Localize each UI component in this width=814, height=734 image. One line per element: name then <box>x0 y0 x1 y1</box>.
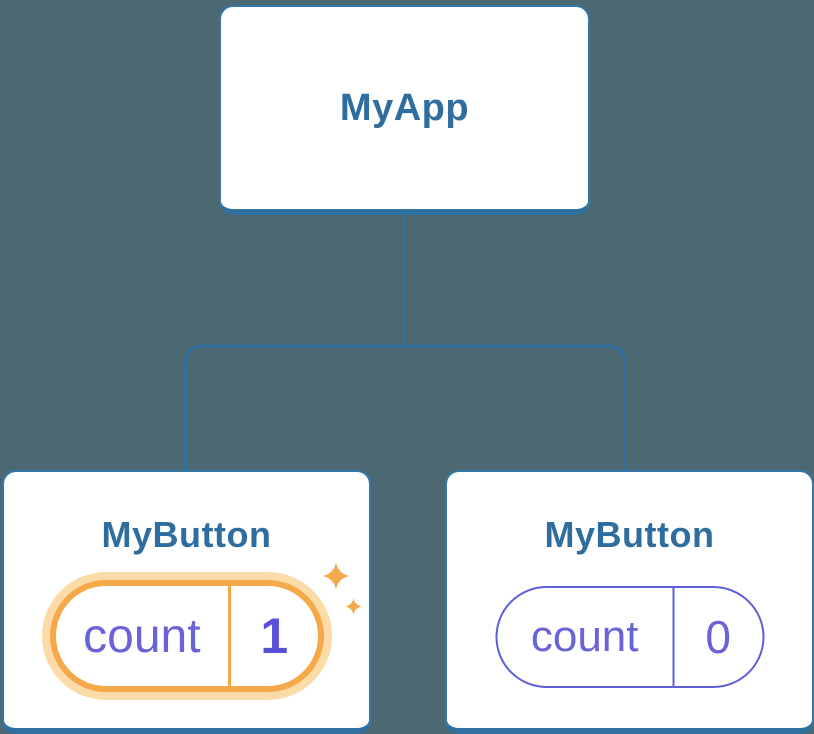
state-divider <box>228 586 232 686</box>
component-node-mybutton-2: MyButton count 0 <box>445 470 814 734</box>
connector-branch <box>184 344 626 471</box>
component-node-root: MyApp <box>219 5 590 215</box>
state-key: count <box>530 612 639 661</box>
sparkle-icon <box>322 562 350 590</box>
component-name: MyButton <box>544 514 715 555</box>
state-badge-highlighted: count 1 <box>49 580 324 692</box>
sparkle-icon <box>345 598 362 615</box>
state-value: 0 <box>705 611 731 663</box>
state-badge: count 0 <box>495 586 764 688</box>
state-divider <box>672 588 675 686</box>
component-name: MyButton <box>101 514 272 555</box>
component-node-mybutton-1: MyButton count 1 <box>2 470 371 734</box>
component-name: MyApp <box>339 86 470 129</box>
state-value: 1 <box>260 608 289 664</box>
state-key: count <box>83 609 201 663</box>
